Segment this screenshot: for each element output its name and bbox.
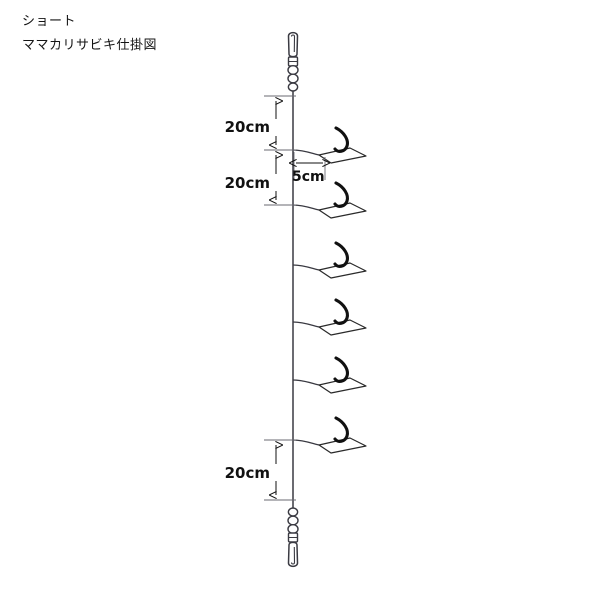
dimension-label-4: 20cm	[225, 464, 270, 482]
sabiki-hook-6	[292, 416, 367, 454]
dimension-label-2: 20cm	[225, 174, 270, 192]
sabiki-hook-3	[292, 241, 367, 279]
dimension-hook1-to-hook2: 20cm	[225, 155, 296, 206]
dimension-top-to-hook1: 20cm	[225, 95, 296, 151]
dimension-branch-length: 5cm	[292, 152, 325, 185]
sabiki-hook-5	[292, 356, 367, 394]
sabiki-hook-4	[292, 298, 367, 336]
snap-swivel-bottom	[287, 507, 299, 568]
sabiki-hook-1	[292, 126, 367, 164]
page-title: ショート ママカリサビキ仕掛図	[22, 10, 157, 58]
snap-swivel-top	[287, 31, 299, 92]
title-line-2: ママカリサビキ仕掛図	[22, 38, 158, 54]
title-line-1: ショート	[22, 14, 77, 29]
dimension-hook6-to-bottom: 20cm	[225, 439, 296, 501]
dimension-label-3: 5cm	[292, 169, 325, 185]
sabiki-hook-2	[292, 181, 367, 219]
dimension-label-1: 20cm	[225, 118, 270, 136]
